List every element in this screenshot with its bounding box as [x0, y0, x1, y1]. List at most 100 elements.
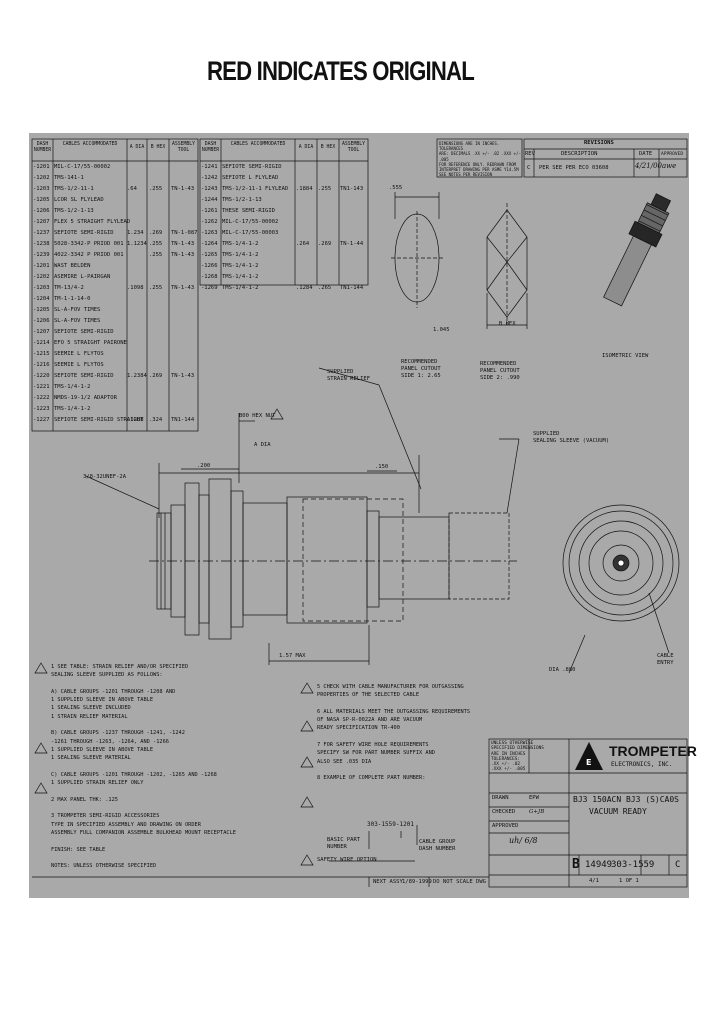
table-cell: .324: [149, 417, 163, 423]
right-header-cables: CABLES ACCOMMODATED: [230, 142, 286, 147]
table-cell: THESE SEMI-RIGID: [222, 208, 275, 214]
table-cell: SL-A-FOV TIMES: [54, 307, 101, 313]
left-cable-table-frame: [31, 138, 199, 432]
drawn-initials: EPW: [529, 795, 539, 801]
table-cell: TMS-1/4-1-2: [222, 252, 259, 258]
right-header-dash-number: DASH NUMBER: [201, 142, 220, 153]
table-cell: -1202: [33, 175, 50, 181]
table-cell: -1268: [201, 274, 218, 280]
note-line: B) CABLE GROUPS -1237 THROUGH -1241, -12…: [51, 730, 185, 737]
connector-face-view: [562, 504, 680, 622]
dia-880-label: DIA .880: [549, 667, 576, 673]
table-cell: SEFIOTE L FLYLEAD: [222, 175, 279, 181]
revisions-entry-date: 4/21/00: [635, 162, 662, 170]
revisions-block-frame: [523, 138, 688, 178]
note-line: [51, 680, 236, 688]
cable-group-label: CABLE GROUP DASH NUMBER: [419, 839, 456, 852]
table-cell: -1242: [201, 175, 218, 181]
note-line: 2 MAX PANEL THK: .125: [51, 796, 118, 803]
table-cell: TMS-1/4-1-2: [222, 241, 259, 247]
drawing-sheet-number: 1 OF 1: [619, 878, 639, 884]
note-line: 1 STRAIN RELIEF MATERIAL: [51, 713, 128, 720]
top-general-note: DIMENSIONS ARE IN INCHES. TOLERANCES ARE…: [439, 141, 521, 177]
note-line: NOTES: UNLESS OTHERWISE SPECIFIED: [51, 863, 157, 870]
table-cell: MIL-C-17/55-00002: [222, 219, 279, 225]
tolerance-line: .XXX +/- .005: [491, 767, 526, 773]
table-cell: -1206: [33, 318, 50, 324]
top-note-line: FOR REFERENCE ONLY. REDRAWN FROM: [439, 161, 517, 167]
table-cell: TMS-141-1: [54, 175, 84, 181]
trompeter-logo-icon: [575, 742, 603, 770]
cage-code: 14949: [585, 860, 613, 870]
drawing-scale: 4/1: [589, 878, 599, 884]
table-cell: TN-1-44: [340, 241, 364, 247]
table-cell: -1205: [33, 307, 50, 313]
table-cell: TMS-1/2-1-13: [222, 197, 262, 203]
revisions-entry-description: PER SEE PER ECO 03608: [539, 165, 609, 171]
tolerance-line: ARE IN INCHES: [491, 751, 526, 757]
note-line: 1 SUPPLIED STRAIN RELIEF ONLY: [51, 780, 144, 787]
table-cell: TN1-144: [340, 285, 364, 291]
table-cell: .1098: [127, 285, 144, 291]
isometric-connector-view: [603, 193, 672, 307]
note-line: [51, 787, 236, 795]
table-cell: SEFIOTE SEMI-RIGID: [54, 230, 114, 236]
revisions-col-description: DESCRIPTION: [561, 151, 598, 157]
table-cell: ASEMIRE L-PAIRGAN: [54, 274, 111, 280]
table-cell: .255: [318, 186, 332, 192]
table-cell: -1243: [201, 186, 218, 192]
drawing-size: B: [572, 857, 580, 872]
table-cell: -1222: [33, 395, 50, 401]
note-line: 7 FOR SAFETY WIRE HOLE REQUIREMENTS: [317, 742, 429, 749]
table-cell: TMS-1/4-1-2: [54, 384, 91, 390]
b-hex-label: B HEX: [499, 321, 516, 327]
table-cell: TMS-1/2-11-1 FLYLEAD: [222, 186, 289, 192]
recommended-panel-cutout-label: RECOMMENDED PANEL CUTOUT SIDE 1: 2.65: [401, 359, 441, 379]
table-cell: .265: [318, 285, 332, 291]
table-cell: NMDS-19-1/2 ADAPTOR: [54, 395, 117, 401]
table-cell: SL-A-FOV TIMES: [54, 318, 101, 324]
note-line: [51, 854, 236, 862]
part-number-example: 303-1559-1201: [367, 821, 414, 828]
table-cell: SEEMIE L FLYTOS: [54, 351, 104, 357]
basic-part-number-label: BASIC PART NUMBER: [327, 837, 361, 850]
revisions-entry-approved: awe: [662, 162, 677, 170]
table-cell: -1227: [33, 417, 50, 423]
table-cell: MIL-C-17/55-00003: [222, 230, 279, 236]
left-header-dash-number: DASH NUMBER: [33, 142, 52, 153]
note-line: [317, 700, 470, 708]
isometric-view-label: ISOMETRIC VIEW: [602, 353, 649, 359]
table-cell: SEFIOTE SEMI-RIGID: [222, 164, 282, 170]
approved-label: APPROVED: [492, 823, 519, 829]
table-cell: TN1-144: [171, 417, 195, 423]
table-cell: 1.1234: [127, 241, 147, 247]
drawing-number: 303-1559: [611, 860, 655, 870]
table-cell: TMS-1/4-1-2: [222, 274, 259, 280]
checked-initials: G+JB: [529, 809, 545, 815]
top-note-line: DIMENSIONS ARE IN INCHES. TOLERANCES: [439, 141, 500, 152]
top-note-line: ARE: DECIMALS .XX +/- .02 .XXX +/- .005: [439, 151, 521, 162]
table-cell: TMS-1/2-1-13: [54, 208, 94, 214]
thread-label: 3/8-32UNEF-2A: [83, 474, 127, 480]
revisions-col-date: DATE: [639, 151, 653, 157]
dim-555-label: .555: [389, 185, 403, 191]
safety-wire-option-label: SAFETY WIRE OPTION: [317, 857, 377, 863]
notes-left: 1 SEE TABLE: STRAIN RELIEF AND/OR SPECIF…: [51, 663, 236, 870]
table-cell: -1263: [201, 230, 218, 236]
table-cell: -1203: [33, 186, 50, 192]
table-cell: -1241: [201, 164, 218, 170]
note-line: TYPE IN SPECIFIED ASSEMBLY AND DRAWING O…: [51, 821, 201, 828]
table-cell: FLEX 5 STRAIGHT FLYLEAD: [54, 219, 131, 225]
note-line: [51, 837, 236, 845]
table-cell: .255: [149, 252, 163, 258]
table-cell: -1223: [33, 406, 50, 412]
red-indicates-original-stamp: RED INDICATES ORIGINAL: [207, 56, 475, 86]
company-subtitle: ELECTRONICS, INC.: [611, 761, 673, 768]
table-cell: .1284: [296, 285, 313, 291]
dim-200-label: .200: [197, 463, 211, 469]
sealing-sleeve-label: SUPPLIED SEALING SLEEVE (VACUUM): [533, 431, 610, 444]
note-line: SEALING SLEEVE SUPPLIED AS FOLLOWS:: [51, 672, 163, 679]
table-cell: .264: [296, 241, 310, 247]
table-cell: .255: [149, 241, 163, 247]
note-line: -1261 THROUGH -1263, -1264, AND -1266: [51, 738, 169, 745]
